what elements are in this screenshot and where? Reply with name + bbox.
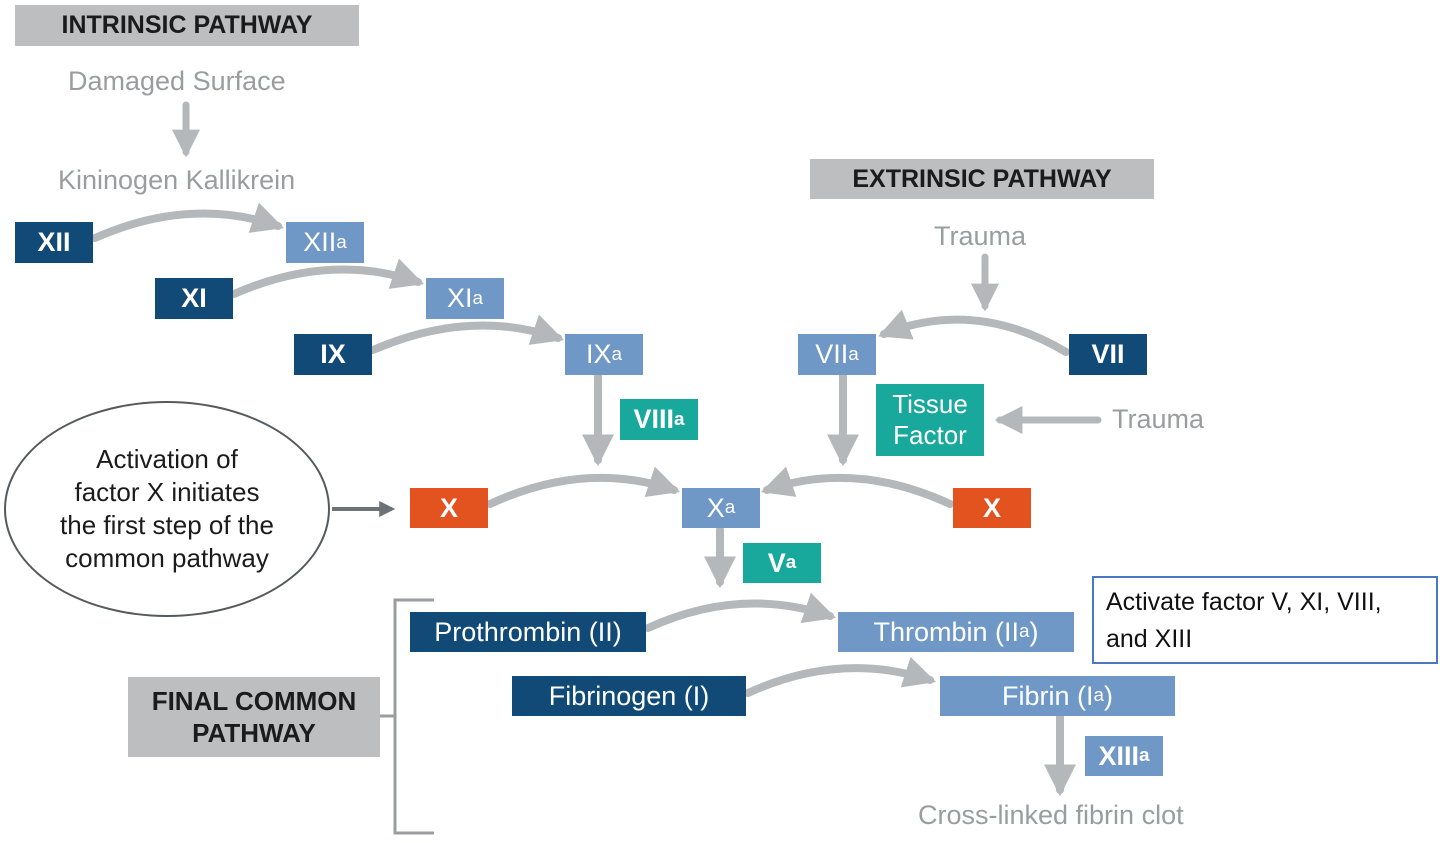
subscript-a: a xyxy=(336,231,347,253)
factor-va-label: V xyxy=(767,547,786,578)
final-common-title-line2: PATHWAY xyxy=(192,718,316,748)
callout-line4: common pathway xyxy=(65,543,269,573)
kininogen-kallikrein-label: Kininogen Kallikrein xyxy=(58,165,296,195)
factor-ix-label: IX xyxy=(320,339,346,369)
subscript-a: a xyxy=(611,343,623,365)
intrinsic-pathway-header: INTRINSIC PATHWAY xyxy=(15,5,359,46)
final-common-pathway-header: FINAL COMMON PATHWAY xyxy=(128,677,380,757)
damaged-surface-label: Damaged Surface xyxy=(68,66,286,96)
subscript-a: a xyxy=(1093,685,1105,706)
callout-line1: Activation of xyxy=(96,444,238,474)
factor-x-right-label: X xyxy=(982,492,1001,523)
trauma-side-label: Trauma xyxy=(1112,404,1205,434)
factor-xiia-label: XII xyxy=(303,227,337,257)
thrombin-label-close: ) xyxy=(1029,616,1039,647)
arrow-x-left-to-xa xyxy=(486,466,681,508)
fibrinogen-label: Fibrinogen (I) xyxy=(548,680,710,711)
subscript-a: a xyxy=(785,552,797,573)
factor-xii-label: XII xyxy=(37,227,71,257)
factor-xiiia-label: XIII xyxy=(1098,740,1139,771)
factor-x-left-box: X xyxy=(410,488,488,528)
final-common-bracket xyxy=(380,598,434,835)
fibrinogen-box: Fibrinogen (I) xyxy=(512,676,746,716)
tissue-factor-box: Tissue Factor xyxy=(876,384,984,456)
factor-xi-box: XI xyxy=(155,278,233,319)
tissue-factor-line2: Factor xyxy=(893,420,967,450)
factor-x-right-box: X xyxy=(953,488,1031,528)
arrow-fibrinogen-to-fibrin xyxy=(744,656,937,697)
activation-callout-ellipse: Activation of factor X initiates the fir… xyxy=(4,401,330,617)
factor-xii-box: XII xyxy=(15,222,93,263)
extrinsic-pathway-header: EXTRINSIC PATHWAY xyxy=(810,159,1154,199)
activation-callout-text: Activation of factor X initiates the fir… xyxy=(60,443,274,575)
factor-ixa-label: IX xyxy=(585,339,612,369)
subscript-a: a xyxy=(1019,621,1030,642)
factor-viia-label: VII xyxy=(815,339,849,369)
fibrin-label: Fibrin (I xyxy=(1001,680,1094,711)
subscript-a: a xyxy=(472,287,484,309)
extrinsic-pathway-title: EXTRINSIC PATHWAY xyxy=(852,164,1112,193)
subscript-a: a xyxy=(1139,745,1150,766)
prothrombin-label: Prothrombin (II) xyxy=(434,616,622,647)
callout-line3: the first step of the xyxy=(60,510,274,540)
crosslinked-clot-label: Cross-linked fibrin clot xyxy=(918,800,1184,830)
note-line2: and XIII xyxy=(1106,625,1193,653)
factor-xi-label: XI xyxy=(181,283,207,313)
intrinsic-pathway-title: INTRINSIC PATHWAY xyxy=(61,11,313,39)
factor-vii-label: VII xyxy=(1091,339,1125,369)
fibrin-label-close: ) xyxy=(1104,680,1114,711)
arrow-ix-to-ixa xyxy=(369,314,565,354)
subscript-a: a xyxy=(674,408,685,430)
subscript-a: a xyxy=(724,497,736,518)
arrow-xii-to-xiia xyxy=(91,202,285,242)
callout-line2: factor X initiates xyxy=(74,477,260,507)
trauma-top-label: Trauma xyxy=(934,221,1027,251)
subscript-a: a xyxy=(848,343,859,365)
thrombin-activation-note: Activate factor V, XI, VIII, and XIII xyxy=(1092,576,1438,664)
factor-viiia-label: VIII xyxy=(633,404,674,434)
factor-xa-label: X xyxy=(706,492,725,523)
factor-vii-box: VII xyxy=(1069,334,1147,375)
factor-xia-label: XI xyxy=(446,283,473,313)
prothrombin-box: Prothrombin (II) xyxy=(410,612,646,652)
arrow-prothrombin-to-thrombin xyxy=(644,592,837,632)
note-line1: Activate factor V, XI, VIII, xyxy=(1106,588,1382,616)
thrombin-label: Thrombin (II xyxy=(873,616,1020,647)
arrow-xi-to-xia xyxy=(230,258,425,298)
factor-ix-box: IX xyxy=(294,334,372,375)
arrow-x-right-to-xa xyxy=(760,466,954,508)
arrow-vii-to-viia xyxy=(878,309,1070,356)
tissue-factor-line1: Tissue xyxy=(892,389,968,419)
factor-x-left-label: X xyxy=(439,492,458,523)
final-common-title-line1: FINAL COMMON xyxy=(151,686,357,716)
